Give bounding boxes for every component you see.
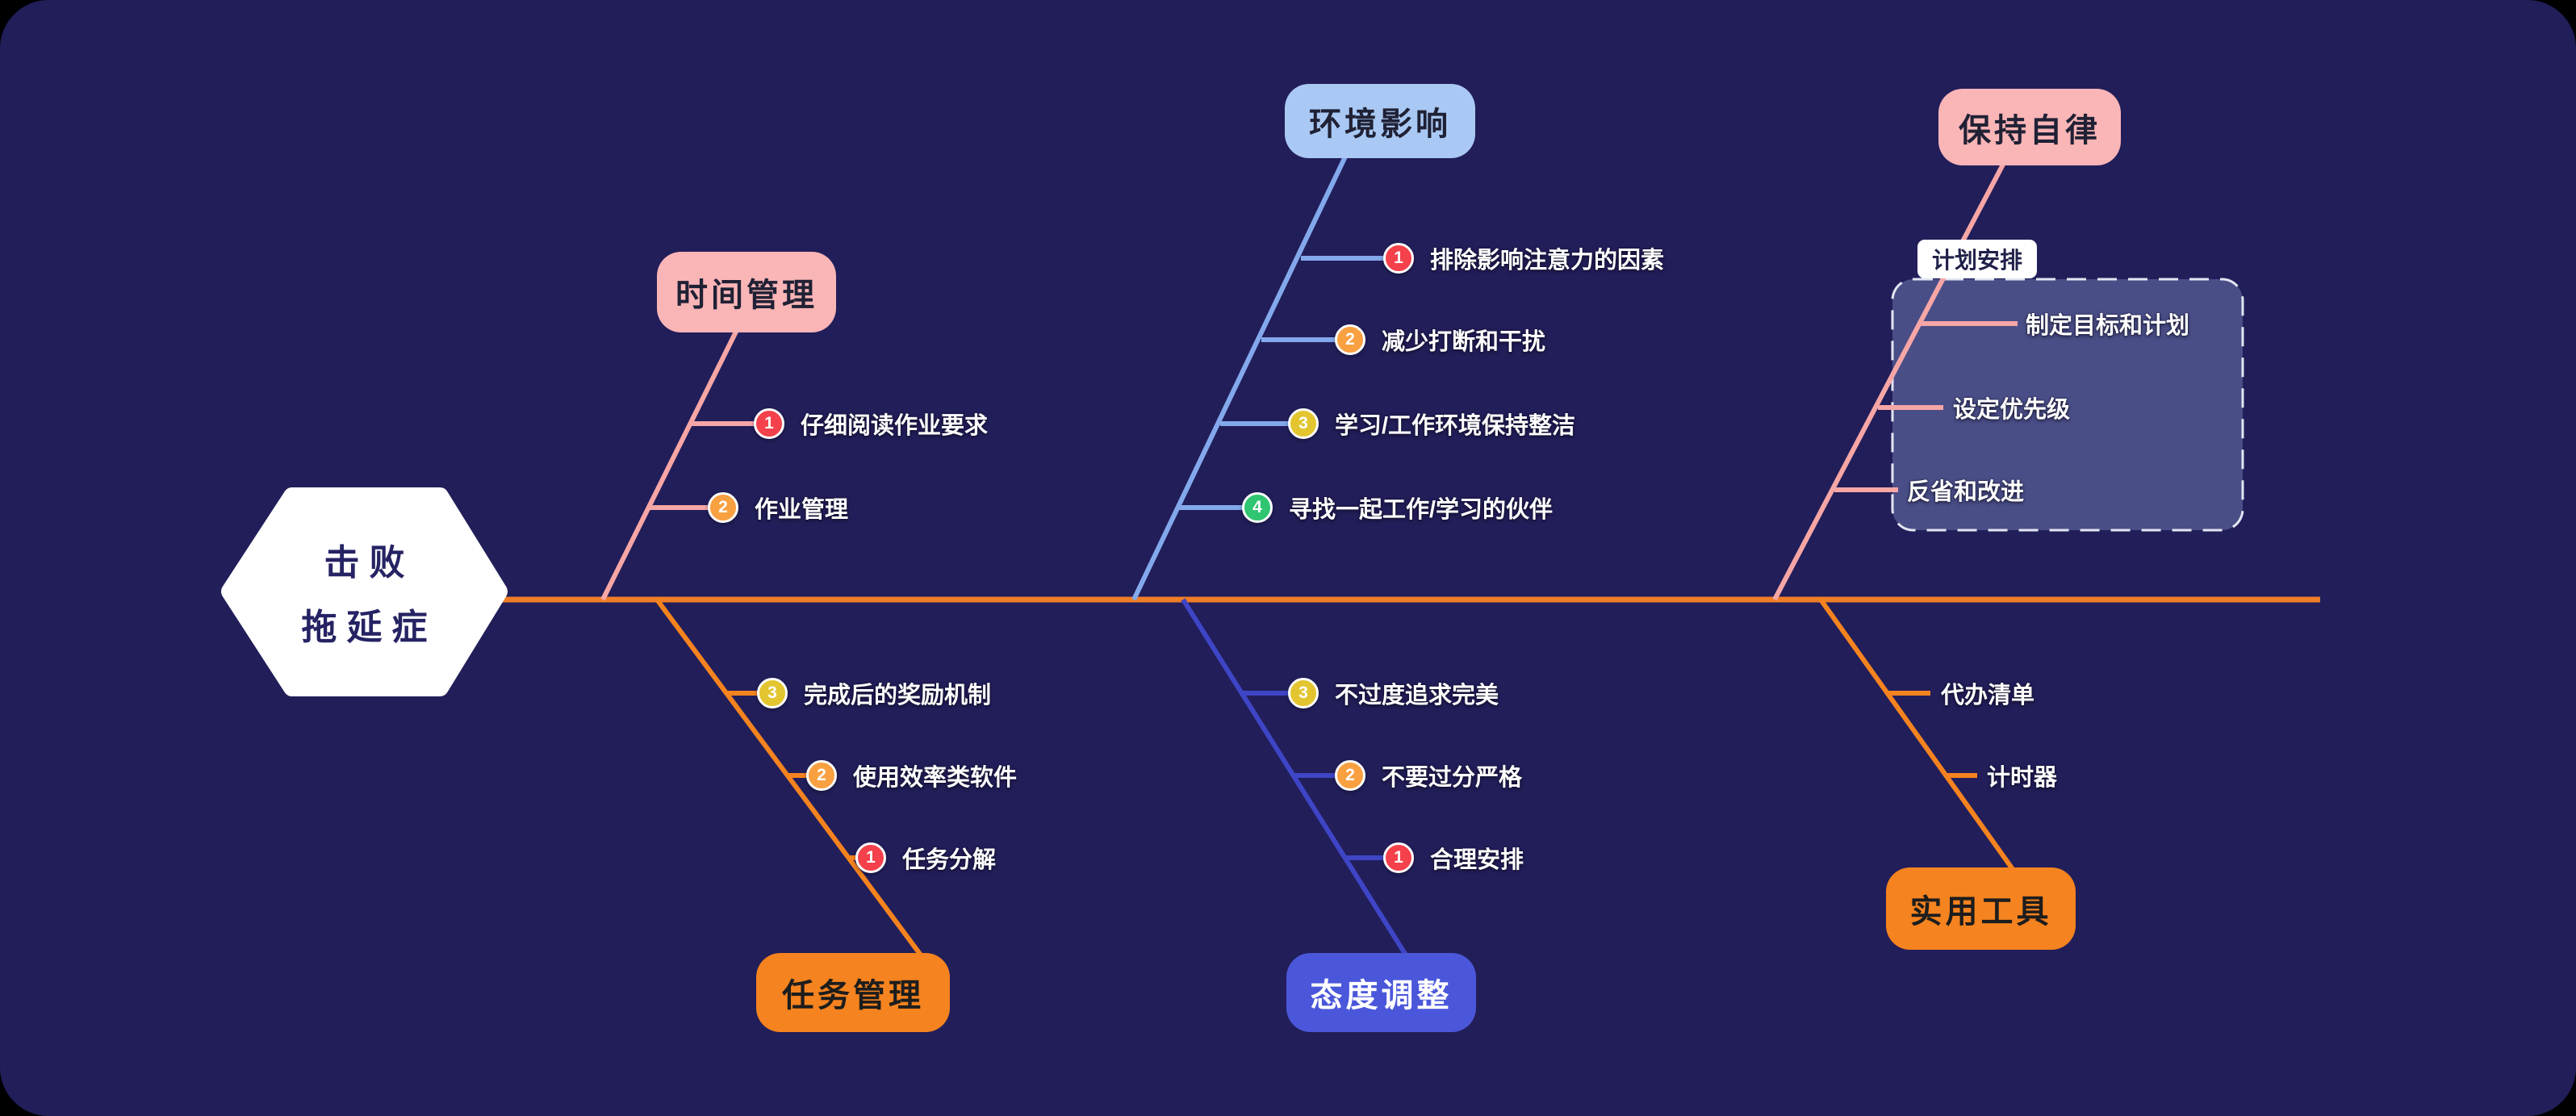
item-label: 寻找一起工作/学习的伙伴: [1289, 497, 1554, 523]
branch-discipline-box[interactable]: 保持自律: [1938, 89, 2121, 165]
item-label: 代办清单: [1941, 683, 2035, 708]
head-title-line1: 击败: [324, 543, 415, 583]
list-item[interactable]: 2 减少打断和干扰: [1335, 324, 1545, 356]
list-item[interactable]: 1 排除影响注意力的因素: [1383, 242, 1664, 274]
head-node[interactable]: 击败 拖延症: [230, 493, 499, 690]
list-item[interactable]: 3 学习/工作环境保持整洁: [1288, 408, 1575, 440]
item-label: 仔细阅读作业要求: [801, 413, 989, 439]
head-title-line2: 拖延症: [301, 608, 437, 647]
list-item[interactable]: 4 寻找一起工作/学习的伙伴: [1242, 491, 1553, 524]
item-number-badge: 3: [1288, 678, 1319, 708]
list-item[interactable]: 3 完成后的奖励机制: [757, 677, 991, 709]
head-hexagon[interactable]: [221, 487, 508, 696]
item-label: 制定目标和计划: [2026, 313, 2190, 339]
item-number-badge: 3: [757, 678, 788, 708]
branch-time-line: [600, 325, 741, 601]
item-label: 学习/工作环境保持整洁: [1335, 413, 1576, 439]
list-item[interactable]: 反省和改进: [1907, 474, 2024, 506]
branch-attitude-box[interactable]: 态度调整: [1286, 953, 1476, 1032]
item-label: 减少打断和干扰: [1382, 329, 1546, 355]
item-number-badge: 3: [1288, 408, 1319, 439]
list-item[interactable]: 2 使用效率类软件: [806, 759, 1017, 792]
list-item[interactable]: 2 作业管理: [708, 491, 848, 524]
list-item[interactable]: 1 任务分解: [855, 842, 996, 874]
list-item[interactable]: 代办清单: [1941, 677, 2034, 709]
item-number-badge: 1: [754, 408, 784, 439]
branch-environment-box[interactable]: 环境影响: [1285, 84, 1475, 158]
branch-discipline-line: [1772, 160, 2007, 601]
item-label: 不过度追求完美: [1335, 683, 1499, 708]
branch-time-box[interactable]: 时间管理: [657, 252, 836, 332]
item-label: 作业管理: [755, 497, 849, 523]
item-label: 不要过分严格: [1382, 765, 1523, 791]
item-number-badge: 2: [1335, 760, 1365, 791]
item-label: 设定优先级: [1953, 397, 2071, 423]
item-number-badge: 2: [806, 760, 837, 791]
item-label: 任务分解: [902, 847, 997, 873]
branch-task-box[interactable]: 任务管理: [756, 953, 950, 1032]
item-number-badge: 1: [1383, 243, 1414, 274]
list-item[interactable]: 制定目标和计划: [2026, 307, 2189, 340]
item-label: 反省和改进: [1907, 479, 2025, 505]
branch-environment-line: [1131, 153, 1349, 601]
item-number-badge: 1: [1383, 842, 1414, 873]
branch-tools-line: [1818, 598, 2017, 873]
item-label: 使用效率类软件: [853, 765, 1018, 791]
item-label: 排除影响注意力的因素: [1430, 248, 1665, 274]
item-number-badge: 2: [1335, 324, 1365, 355]
list-item[interactable]: 设定优先级: [1953, 391, 2070, 424]
list-item[interactable]: 3 不过度追求完美: [1288, 677, 1499, 709]
list-item[interactable]: 1 合理安排: [1383, 842, 1524, 874]
list-item[interactable]: 计时器: [1987, 759, 2057, 792]
list-item[interactable]: 1 仔细阅读作业要求: [754, 408, 988, 440]
item-label: 合理安排: [1430, 847, 1524, 873]
item-number-badge: 1: [855, 842, 886, 873]
branch-tools-box[interactable]: 实用工具: [1886, 867, 2076, 950]
item-label: 完成后的奖励机制: [804, 683, 992, 708]
plan-group-label[interactable]: 计划安排: [1917, 240, 2037, 278]
item-label: 计时器: [1987, 765, 2058, 791]
item-number-badge: 4: [1242, 492, 1273, 523]
item-number-badge: 2: [708, 492, 738, 523]
plan-group-container[interactable]: [1891, 278, 2244, 532]
list-item[interactable]: 2 不要过分严格: [1335, 759, 1522, 792]
